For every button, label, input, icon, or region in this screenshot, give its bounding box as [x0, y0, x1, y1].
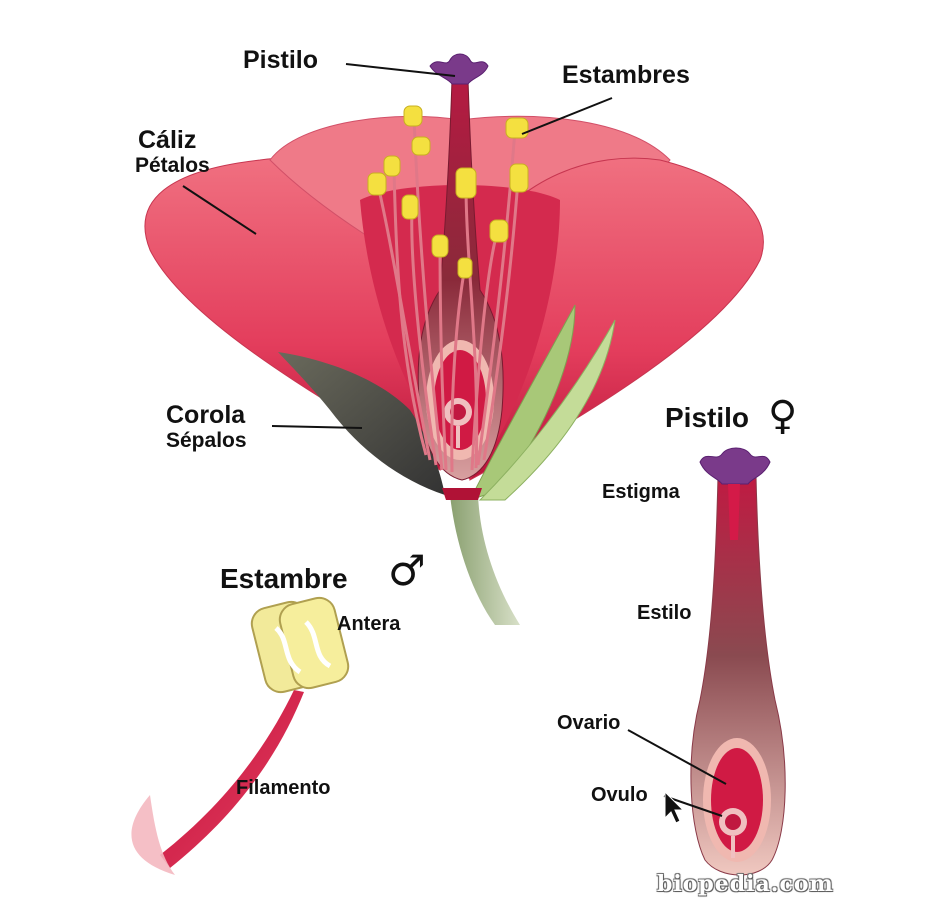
label-ovulo: Ovulo	[591, 784, 648, 806]
stem	[450, 495, 520, 625]
label-estilo: Estilo	[637, 602, 692, 624]
label-estigma: Estigma	[602, 481, 680, 503]
label-sepalos: Sépalos	[166, 429, 247, 452]
label-pistilo-detail: Pistilo	[665, 402, 750, 433]
filament	[160, 690, 304, 868]
label-corola: Corola	[166, 401, 246, 429]
sepal-leaf-1	[469, 304, 576, 501]
flower-stamens	[376, 117, 520, 473]
label-ovario: Ovario	[557, 712, 621, 734]
label-caliz: Cáliz	[138, 126, 197, 154]
receptacle	[442, 488, 482, 500]
male-symbol-icon: ♂	[388, 546, 426, 595]
stamen-detail	[131, 596, 350, 875]
filament-tip	[131, 795, 175, 875]
leader-lines	[182, 63, 727, 817]
label-estambres: Estambres	[562, 61, 690, 89]
sepal-dark	[278, 352, 445, 495]
sepal-leaf-2	[478, 319, 616, 501]
label-estambre: Estambre	[220, 563, 348, 594]
female-symbol-icon: ♀	[768, 393, 798, 439]
flower-anthers	[367, 105, 529, 279]
stigma-shape	[699, 447, 771, 485]
label-antera: Antera	[337, 613, 401, 635]
watermark: biopedia.com	[657, 871, 834, 897]
pistil-detail	[690, 447, 786, 876]
anther	[250, 596, 350, 694]
label-pistilo-top: Pistilo	[243, 46, 319, 74]
mouse-cursor	[664, 790, 685, 824]
label-petalos: Pétalos	[135, 154, 210, 177]
label-filamento: Filamento	[236, 777, 331, 799]
